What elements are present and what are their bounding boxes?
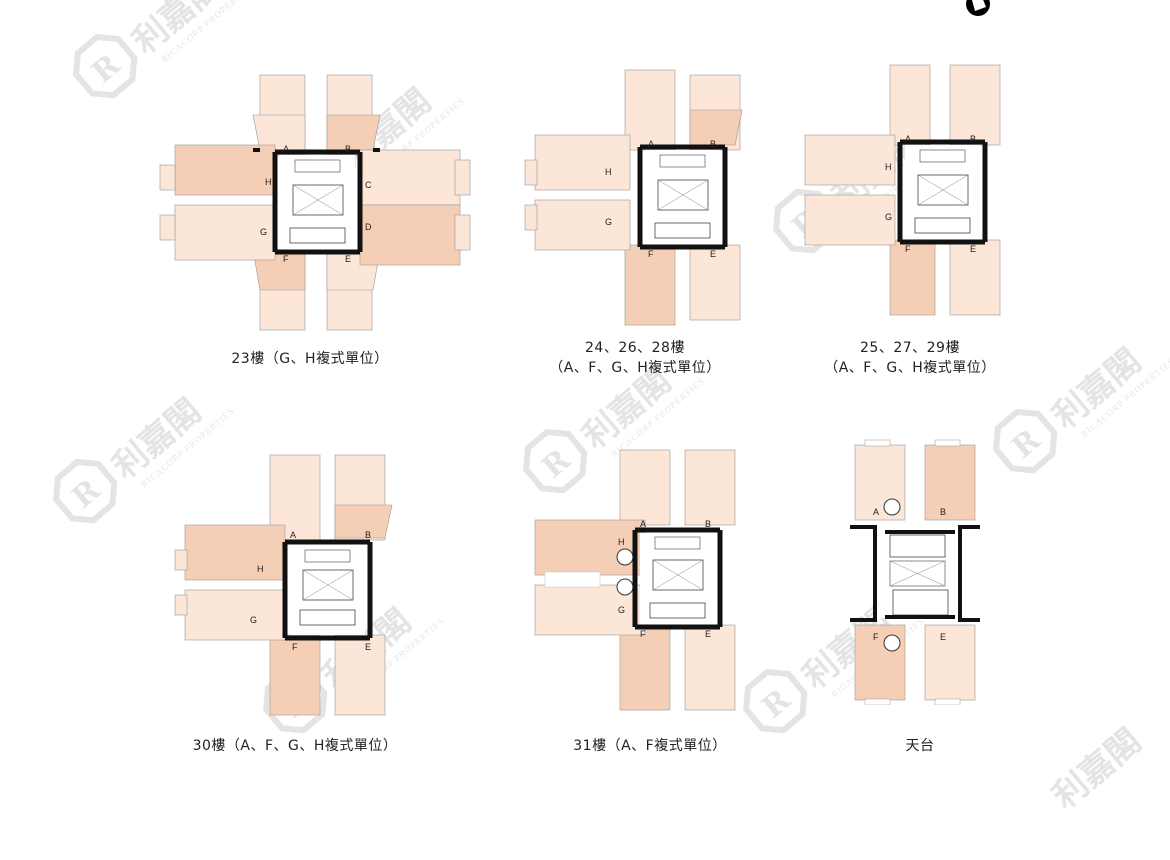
svg-text:H: H: [257, 564, 264, 574]
svg-text:RICACORP PROPERTIES: RICACORP PROPERTIES: [1079, 356, 1170, 440]
floor-plan-drawing: A B E F G H: [804, 64, 1001, 316]
svg-text:R: R: [756, 682, 798, 726]
svg-text:A: A: [283, 144, 289, 154]
svg-text:R: R: [1006, 422, 1048, 466]
svg-text:F: F: [648, 249, 654, 259]
svg-text:R: R: [66, 472, 108, 516]
svg-text:G: G: [885, 212, 892, 222]
svg-text:F: F: [873, 632, 879, 642]
floor-plan-roof: A B E F: [845, 435, 985, 705]
svg-text:H: H: [618, 537, 625, 547]
north-arrow-icon: [966, 0, 990, 16]
svg-text:利嘉閣: 利嘉閣: [1045, 341, 1149, 437]
caption-line: （A、F、G、H複式單位）: [824, 360, 996, 376]
svg-text:G: G: [605, 217, 612, 227]
svg-text:G: G: [260, 227, 267, 237]
svg-text:H: H: [885, 162, 892, 172]
caption-line: 24、26、28樓: [585, 340, 685, 356]
floor-plan-drawing: A B E F G H: [524, 69, 743, 326]
watermark-logo: R 利嘉閣 RICACORP PROPERTIES: [992, 341, 1170, 474]
svg-text:G: G: [618, 605, 625, 615]
floor-plan-drawing: A B C D E F G H: [159, 74, 471, 331]
svg-text:E: E: [345, 254, 351, 264]
svg-text:C: C: [365, 180, 372, 190]
svg-text:R: R: [86, 47, 128, 91]
svg-text:A: A: [873, 507, 879, 517]
floor-caption: 23樓（G、H複式單位）: [215, 349, 405, 369]
floor-caption: 天台: [870, 736, 970, 756]
caption-line: （A、F、G、H複式單位）: [549, 360, 721, 376]
svg-text:G: G: [250, 615, 257, 625]
svg-text:A: A: [290, 530, 296, 540]
watermark-logo: 利嘉閣: [1045, 721, 1149, 817]
svg-text:B: B: [940, 507, 946, 517]
svg-text:E: E: [365, 642, 371, 652]
svg-text:B: B: [710, 139, 716, 149]
svg-text:D: D: [365, 222, 372, 232]
svg-text:B: B: [365, 530, 371, 540]
floor-plan-25-27-29: A B E F G H: [795, 60, 1010, 325]
floor-plan-30: A B E F G H: [170, 450, 395, 720]
caption-line: 23樓（G、H複式單位）: [231, 351, 389, 367]
svg-text:A: A: [640, 519, 646, 529]
svg-text:利嘉閣: 利嘉閣: [125, 0, 229, 62]
svg-text:B: B: [970, 134, 976, 144]
svg-text:B: B: [705, 519, 711, 529]
caption-line: 31樓（A、F複式單位）: [573, 738, 727, 754]
svg-text:F: F: [292, 642, 298, 652]
svg-text:A: A: [905, 134, 911, 144]
floor-plan-drawing: A B E F G H: [534, 449, 736, 711]
svg-text:利嘉閣: 利嘉閣: [1045, 721, 1149, 817]
floor-caption: 31樓（A、F複式單位）: [555, 736, 745, 756]
floor-plan-31: A B E F G H: [530, 445, 750, 725]
caption-line: 25、27、29樓: [860, 340, 960, 356]
svg-text:F: F: [640, 629, 646, 639]
svg-text:B: B: [345, 144, 351, 154]
svg-text:F: F: [905, 244, 911, 254]
floor-caption: 24、26、28樓 （A、F、G、H複式單位）: [540, 338, 730, 378]
floor-plan-drawing: A B E F: [850, 439, 980, 705]
floor-caption: 30樓（A、F、G、H複式單位）: [180, 736, 410, 756]
floor-plan-drawing: A B E F G H: [174, 454, 393, 716]
svg-text:H: H: [605, 167, 612, 177]
svg-text:E: E: [710, 249, 716, 259]
svg-text:E: E: [940, 632, 946, 642]
svg-text:RICACORP PROPERTIES: RICACORP PROPERTIES: [159, 0, 256, 64]
floor-plan-23: A B C D E F G H: [155, 70, 475, 335]
svg-text:E: E: [705, 629, 711, 639]
caption-line: 天台: [905, 738, 935, 754]
floor-plan-24-26-28: A B E F G H: [520, 65, 750, 330]
floor-caption: 25、27、29樓 （A、F、G、H複式單位）: [815, 338, 1005, 378]
caption-line: 30樓（A、F、G、H複式單位）: [192, 738, 398, 754]
svg-text:H: H: [265, 177, 272, 187]
svg-text:F: F: [283, 254, 289, 264]
svg-text:A: A: [648, 139, 654, 149]
svg-text:E: E: [970, 244, 976, 254]
